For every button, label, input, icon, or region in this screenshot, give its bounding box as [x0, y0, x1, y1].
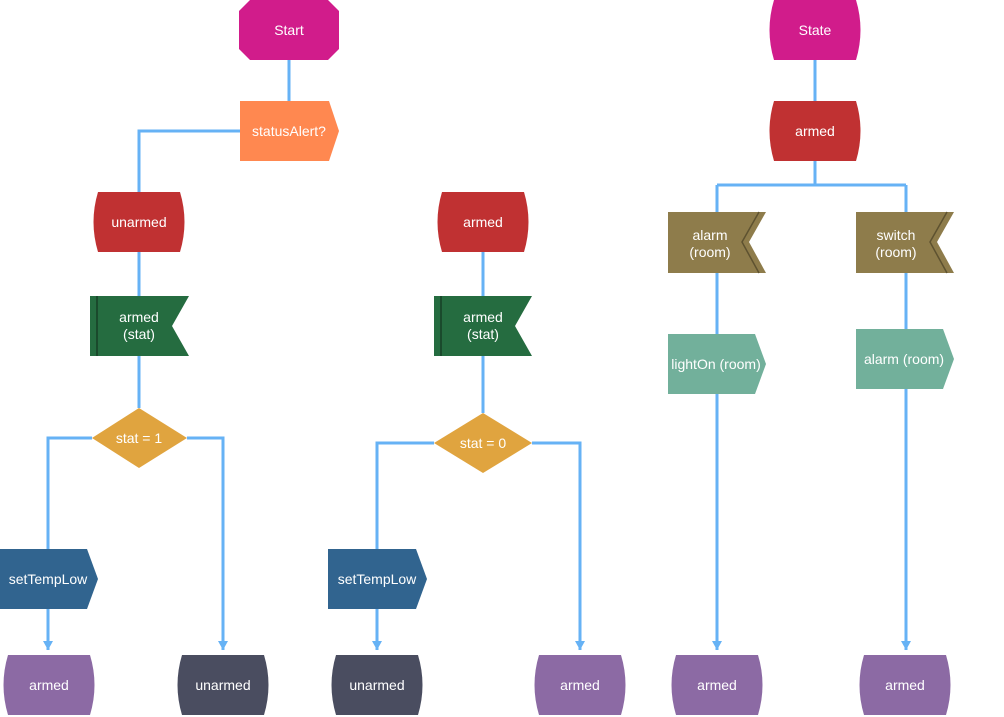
state-armed-d2-label: armed — [795, 123, 835, 139]
end-b-right-label: armed — [560, 677, 600, 693]
receive-a-line1: armed — [119, 309, 159, 325]
receive-switch-line2: (room) — [875, 244, 916, 260]
state-armed-d2[interactable]: armed — [769, 101, 861, 161]
send-lighton-label: lightOn (room) — [671, 356, 760, 372]
end-d-label: armed — [885, 677, 925, 693]
state-armed-end-d[interactable]: armed — [859, 655, 951, 715]
edge-decision1-left — [46, 436, 92, 549]
state-unarmed-label: unarmed — [111, 214, 166, 230]
receive-alarm-line2: (room) — [689, 244, 730, 260]
end-a-right-label: unarmed — [195, 677, 250, 693]
end-b-left-label: unarmed — [349, 677, 404, 693]
edge-decision1-right — [187, 436, 228, 650]
state-unarmed-end-a[interactable]: unarmed — [177, 655, 269, 715]
decision-stat-1[interactable]: stat = 1 — [92, 408, 187, 468]
start-terminal[interactable]: Start — [239, 0, 339, 60]
state-start[interactable]: State — [769, 0, 861, 60]
state-armed-end-a[interactable]: armed — [3, 655, 95, 715]
edges — [43, 60, 911, 650]
receive-b-line1: armed — [463, 309, 503, 325]
end-a-left-label: armed — [29, 677, 69, 693]
send-alarm-room[interactable]: alarm (room) — [856, 329, 954, 389]
state-armed-b-label: armed — [463, 214, 503, 230]
receive-switch-line1: switch — [877, 227, 916, 243]
receive-armed-stat-b[interactable]: armed (stat) — [434, 296, 532, 356]
send-lighton-room[interactable]: lightOn (room) — [668, 334, 766, 394]
edge-decision2-left — [375, 441, 434, 549]
state-armed-end-b[interactable]: armed — [534, 655, 626, 715]
start-label: Start — [274, 22, 304, 38]
receive-switch-room[interactable]: switch (room) — [856, 211, 954, 274]
question-label: statusAlert? — [252, 123, 326, 139]
decision-1-label: stat = 1 — [116, 430, 163, 446]
state-armed-end-c[interactable]: armed — [671, 655, 763, 715]
receive-armed-stat-a[interactable]: armed (stat) — [90, 296, 189, 356]
send-alarm-label: alarm (room) — [864, 351, 944, 367]
receive-alarm-room[interactable]: alarm (room) — [668, 211, 766, 274]
state-unarmed[interactable]: unarmed — [93, 192, 185, 252]
decision-stat-0[interactable]: stat = 0 — [434, 413, 532, 473]
edge-question-to-unarmed — [137, 129, 240, 192]
decision-0-label: stat = 0 — [460, 435, 507, 451]
state-unarmed-end-b[interactable]: unarmed — [331, 655, 423, 715]
send-settemplow-b[interactable]: setTempLow — [328, 549, 427, 609]
state-armed-b[interactable]: armed — [437, 192, 529, 252]
send-b-label: setTempLow — [338, 571, 417, 587]
send-settemplow-a[interactable]: setTempLow — [0, 549, 98, 609]
end-c-label: armed — [697, 677, 737, 693]
receive-alarm-line1: alarm — [692, 227, 727, 243]
edge-decision2-right — [532, 441, 585, 650]
question-statusalert[interactable]: statusAlert? — [240, 101, 339, 161]
receive-b-line2: (stat) — [467, 326, 499, 342]
send-a-label: setTempLow — [9, 571, 88, 587]
receive-a-line2: (stat) — [123, 326, 155, 342]
state-start-label: State — [799, 22, 832, 38]
